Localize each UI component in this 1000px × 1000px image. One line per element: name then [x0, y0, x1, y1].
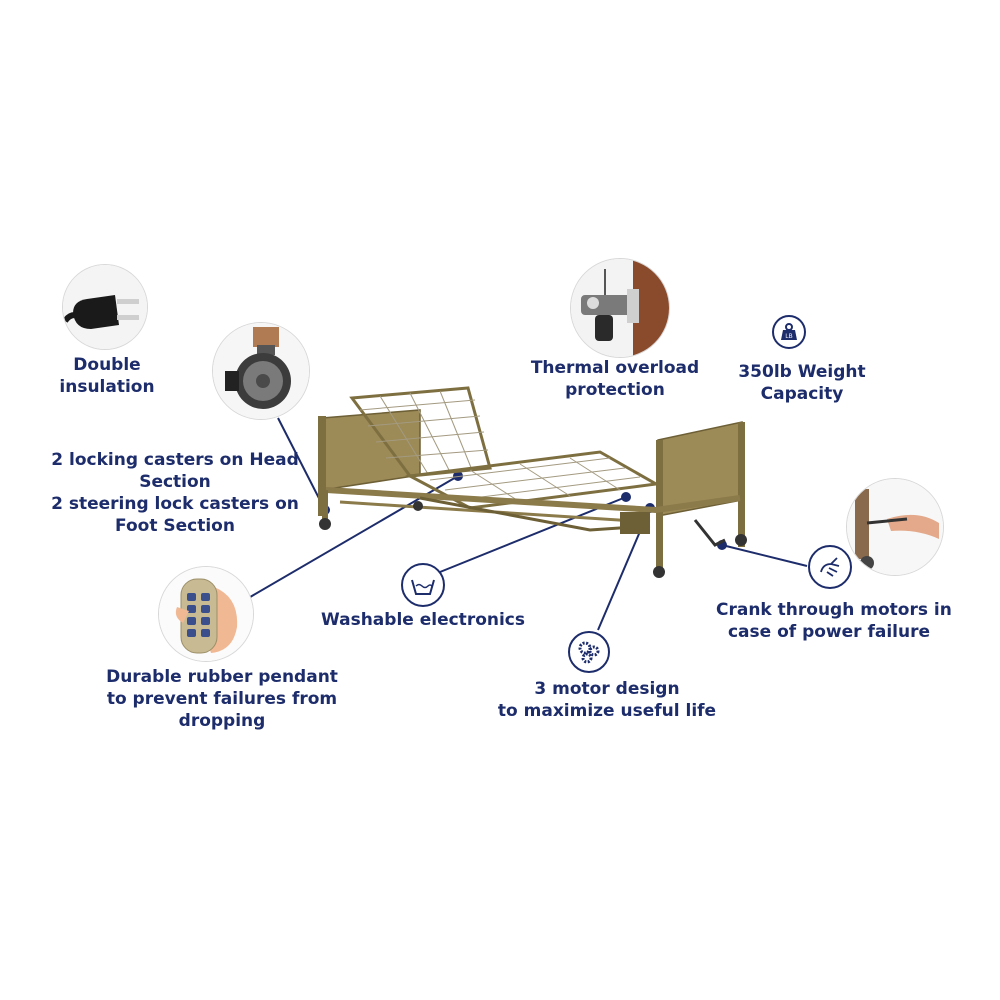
locking-casters-label: 2 locking casters on Head Section 2 stee…: [51, 450, 299, 536]
crank-handle: [693, 519, 726, 547]
caster-foot-left: [653, 566, 665, 578]
wash-basin-icon: [401, 563, 445, 607]
crank-photo-icon: [846, 478, 944, 576]
crank-label: Crank through motors in case of power fa…: [716, 600, 952, 642]
caster-foot-right: [735, 534, 747, 546]
washable-electronics-label: Washable electronics: [320, 610, 526, 630]
bed-side-rail: [325, 487, 741, 514]
gears-icon: [568, 631, 610, 673]
motor-housing: [620, 512, 650, 534]
svg-text:LB: LB: [785, 334, 792, 340]
hospital-bed-image: [318, 386, 747, 578]
washable-callout-dot: [621, 492, 631, 502]
caster-wheel-icon: [212, 322, 310, 420]
foot-post-left: [656, 440, 663, 570]
hand-crank-icon: [808, 545, 852, 589]
thermal-overload-label: Thermal overload protection: [530, 358, 700, 400]
double-insulation-label: Double insulation: [59, 355, 155, 397]
head-deck-frame: [349, 386, 492, 478]
plug-icon: [62, 264, 148, 350]
weight-capacity-label: 350lb Weight Capacity: [738, 362, 866, 404]
weight-icon: LB: [772, 315, 806, 349]
rubber-pendant-label: Durable rubber pendant to prevent failur…: [106, 667, 338, 731]
hand-pendant-icon: [158, 566, 254, 662]
crank-callout-line: [721, 544, 808, 567]
three-motor-label: 3 motor design to maximize useful life: [497, 679, 717, 721]
caster-head-left: [319, 518, 331, 530]
motor-icon: [570, 258, 670, 358]
head-post-left: [318, 416, 326, 516]
caster-callout-line: [277, 417, 326, 511]
foot-post-right: [738, 422, 745, 547]
washable-callout-line: [439, 496, 627, 573]
